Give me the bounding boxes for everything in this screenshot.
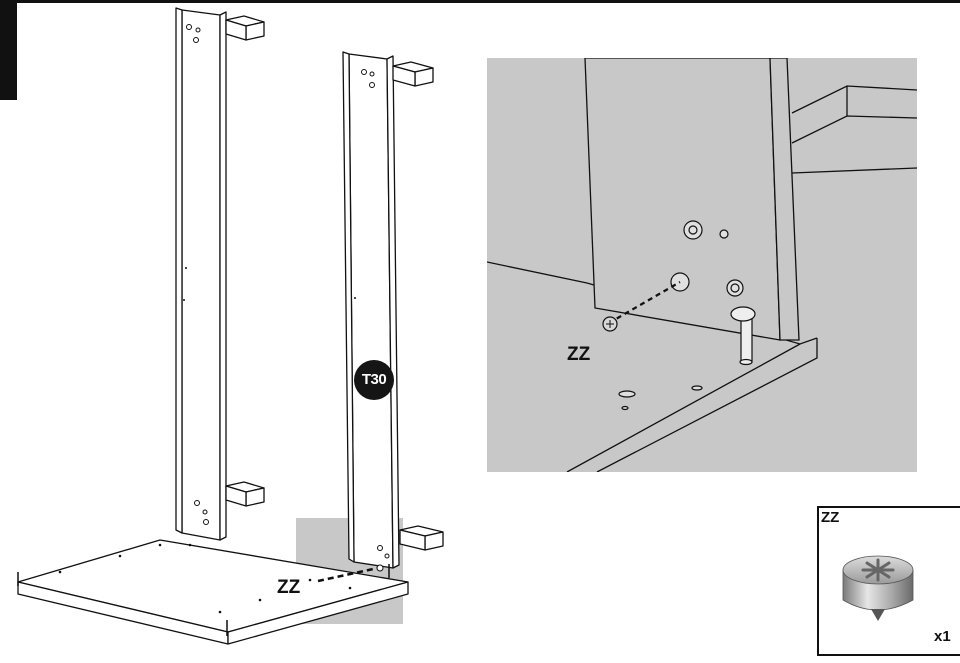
left-lower-rail bbox=[225, 481, 265, 507]
zoom-rail-bottom bbox=[791, 167, 917, 174]
zoom-base-front-edge bbox=[566, 343, 801, 472]
zoom-base-hole bbox=[618, 390, 636, 398]
step-badge: T30 bbox=[354, 360, 394, 400]
zoom-rail-mid bbox=[791, 115, 917, 144]
fitting-holes bbox=[186, 24, 390, 559]
zoom-upright-edge bbox=[769, 58, 800, 341]
cam-posts bbox=[17, 564, 390, 636]
page-corner-tab bbox=[0, 0, 17, 100]
zoom-rail-top bbox=[791, 85, 917, 114]
page-top-rule bbox=[0, 0, 960, 3]
left-upright-panel bbox=[175, 7, 227, 541]
insertion-dashed-line bbox=[317, 566, 379, 583]
zoom-pin-hole bbox=[719, 229, 729, 239]
right-lower-rail bbox=[399, 525, 444, 551]
zoom-cam-post bbox=[730, 306, 756, 366]
pin-holes bbox=[58, 267, 356, 614]
hardware-box bbox=[817, 506, 960, 656]
main-part-callout: ZZ bbox=[277, 577, 301, 598]
assembly-illustration bbox=[17, 7, 444, 645]
zoom-upright-face bbox=[584, 58, 781, 341]
zoom-detail-drawing bbox=[487, 58, 917, 472]
zoom-base-bottom-edge bbox=[596, 338, 818, 472]
zoom-insertion-dashed-line bbox=[608, 281, 681, 324]
hardware-part-label: ZZ bbox=[821, 509, 840, 526]
hardware-quantity: x1 bbox=[934, 628, 951, 645]
right-upper-rail bbox=[392, 61, 434, 87]
target-hole bbox=[376, 564, 384, 572]
right-upright-panel bbox=[342, 51, 400, 569]
left-upper-rail bbox=[225, 15, 265, 41]
cam-screw-icon bbox=[842, 555, 914, 621]
zoom-part-callout: ZZ bbox=[567, 344, 591, 365]
zoom-screw bbox=[602, 316, 618, 332]
zoom-detail-panel bbox=[487, 58, 917, 472]
base-panel bbox=[17, 539, 409, 645]
